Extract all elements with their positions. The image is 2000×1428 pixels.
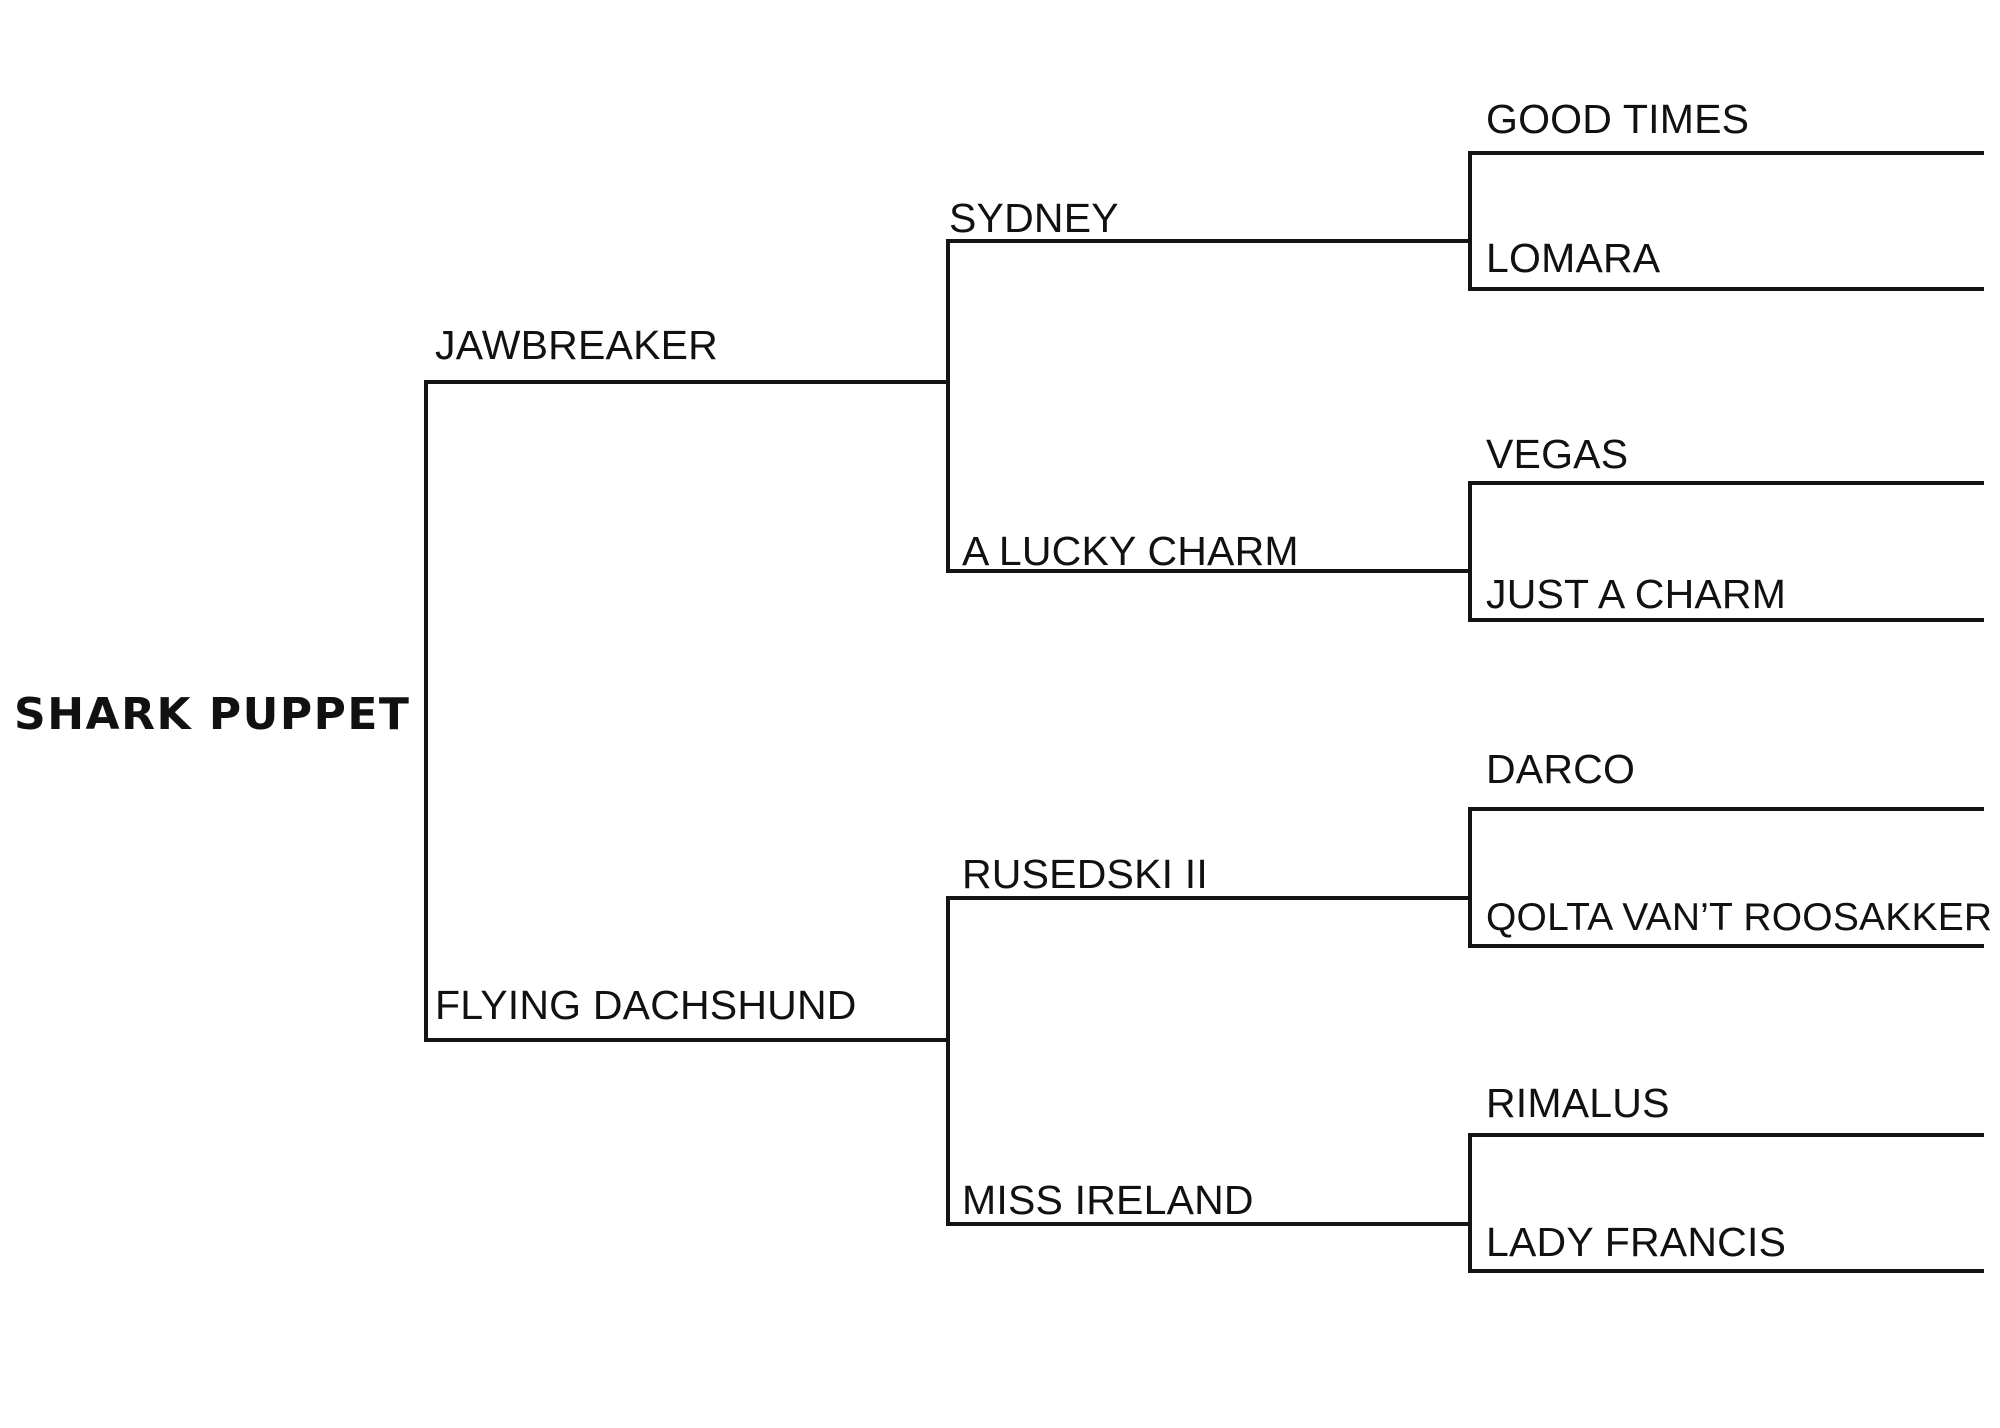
sire-sire-name: SYDNEY: [949, 195, 1119, 241]
dam-dam-sire-name: RIMALUS: [1486, 1080, 1670, 1126]
sire-name: JAWBREAKER: [435, 322, 718, 368]
sire-dam-name: A LUCKY CHARM: [962, 528, 1299, 574]
sire-sire-dam-name: LOMARA: [1486, 235, 1661, 281]
dam-name: FLYING DACHSHUND: [435, 982, 857, 1028]
dam-dam-name: MISS IRELAND: [962, 1177, 1254, 1223]
subject-name: SHARK PUPPET: [14, 689, 411, 740]
dam-dam-dam-name: LADY FRANCIS: [1486, 1219, 1787, 1265]
dam-sire-name: RUSEDSKI II: [962, 851, 1208, 897]
sire-sire-sire-name: GOOD TIMES: [1486, 96, 1750, 142]
dam-sire-dam-name: QOLTA VAN’T ROOSAKKER: [1486, 896, 1993, 939]
sire-dam-sire-name: VEGAS: [1486, 431, 1629, 477]
sire-dam-dam-name: JUST A CHARM: [1486, 571, 1787, 617]
dam-sire-sire-name: DARCO: [1486, 746, 1636, 792]
